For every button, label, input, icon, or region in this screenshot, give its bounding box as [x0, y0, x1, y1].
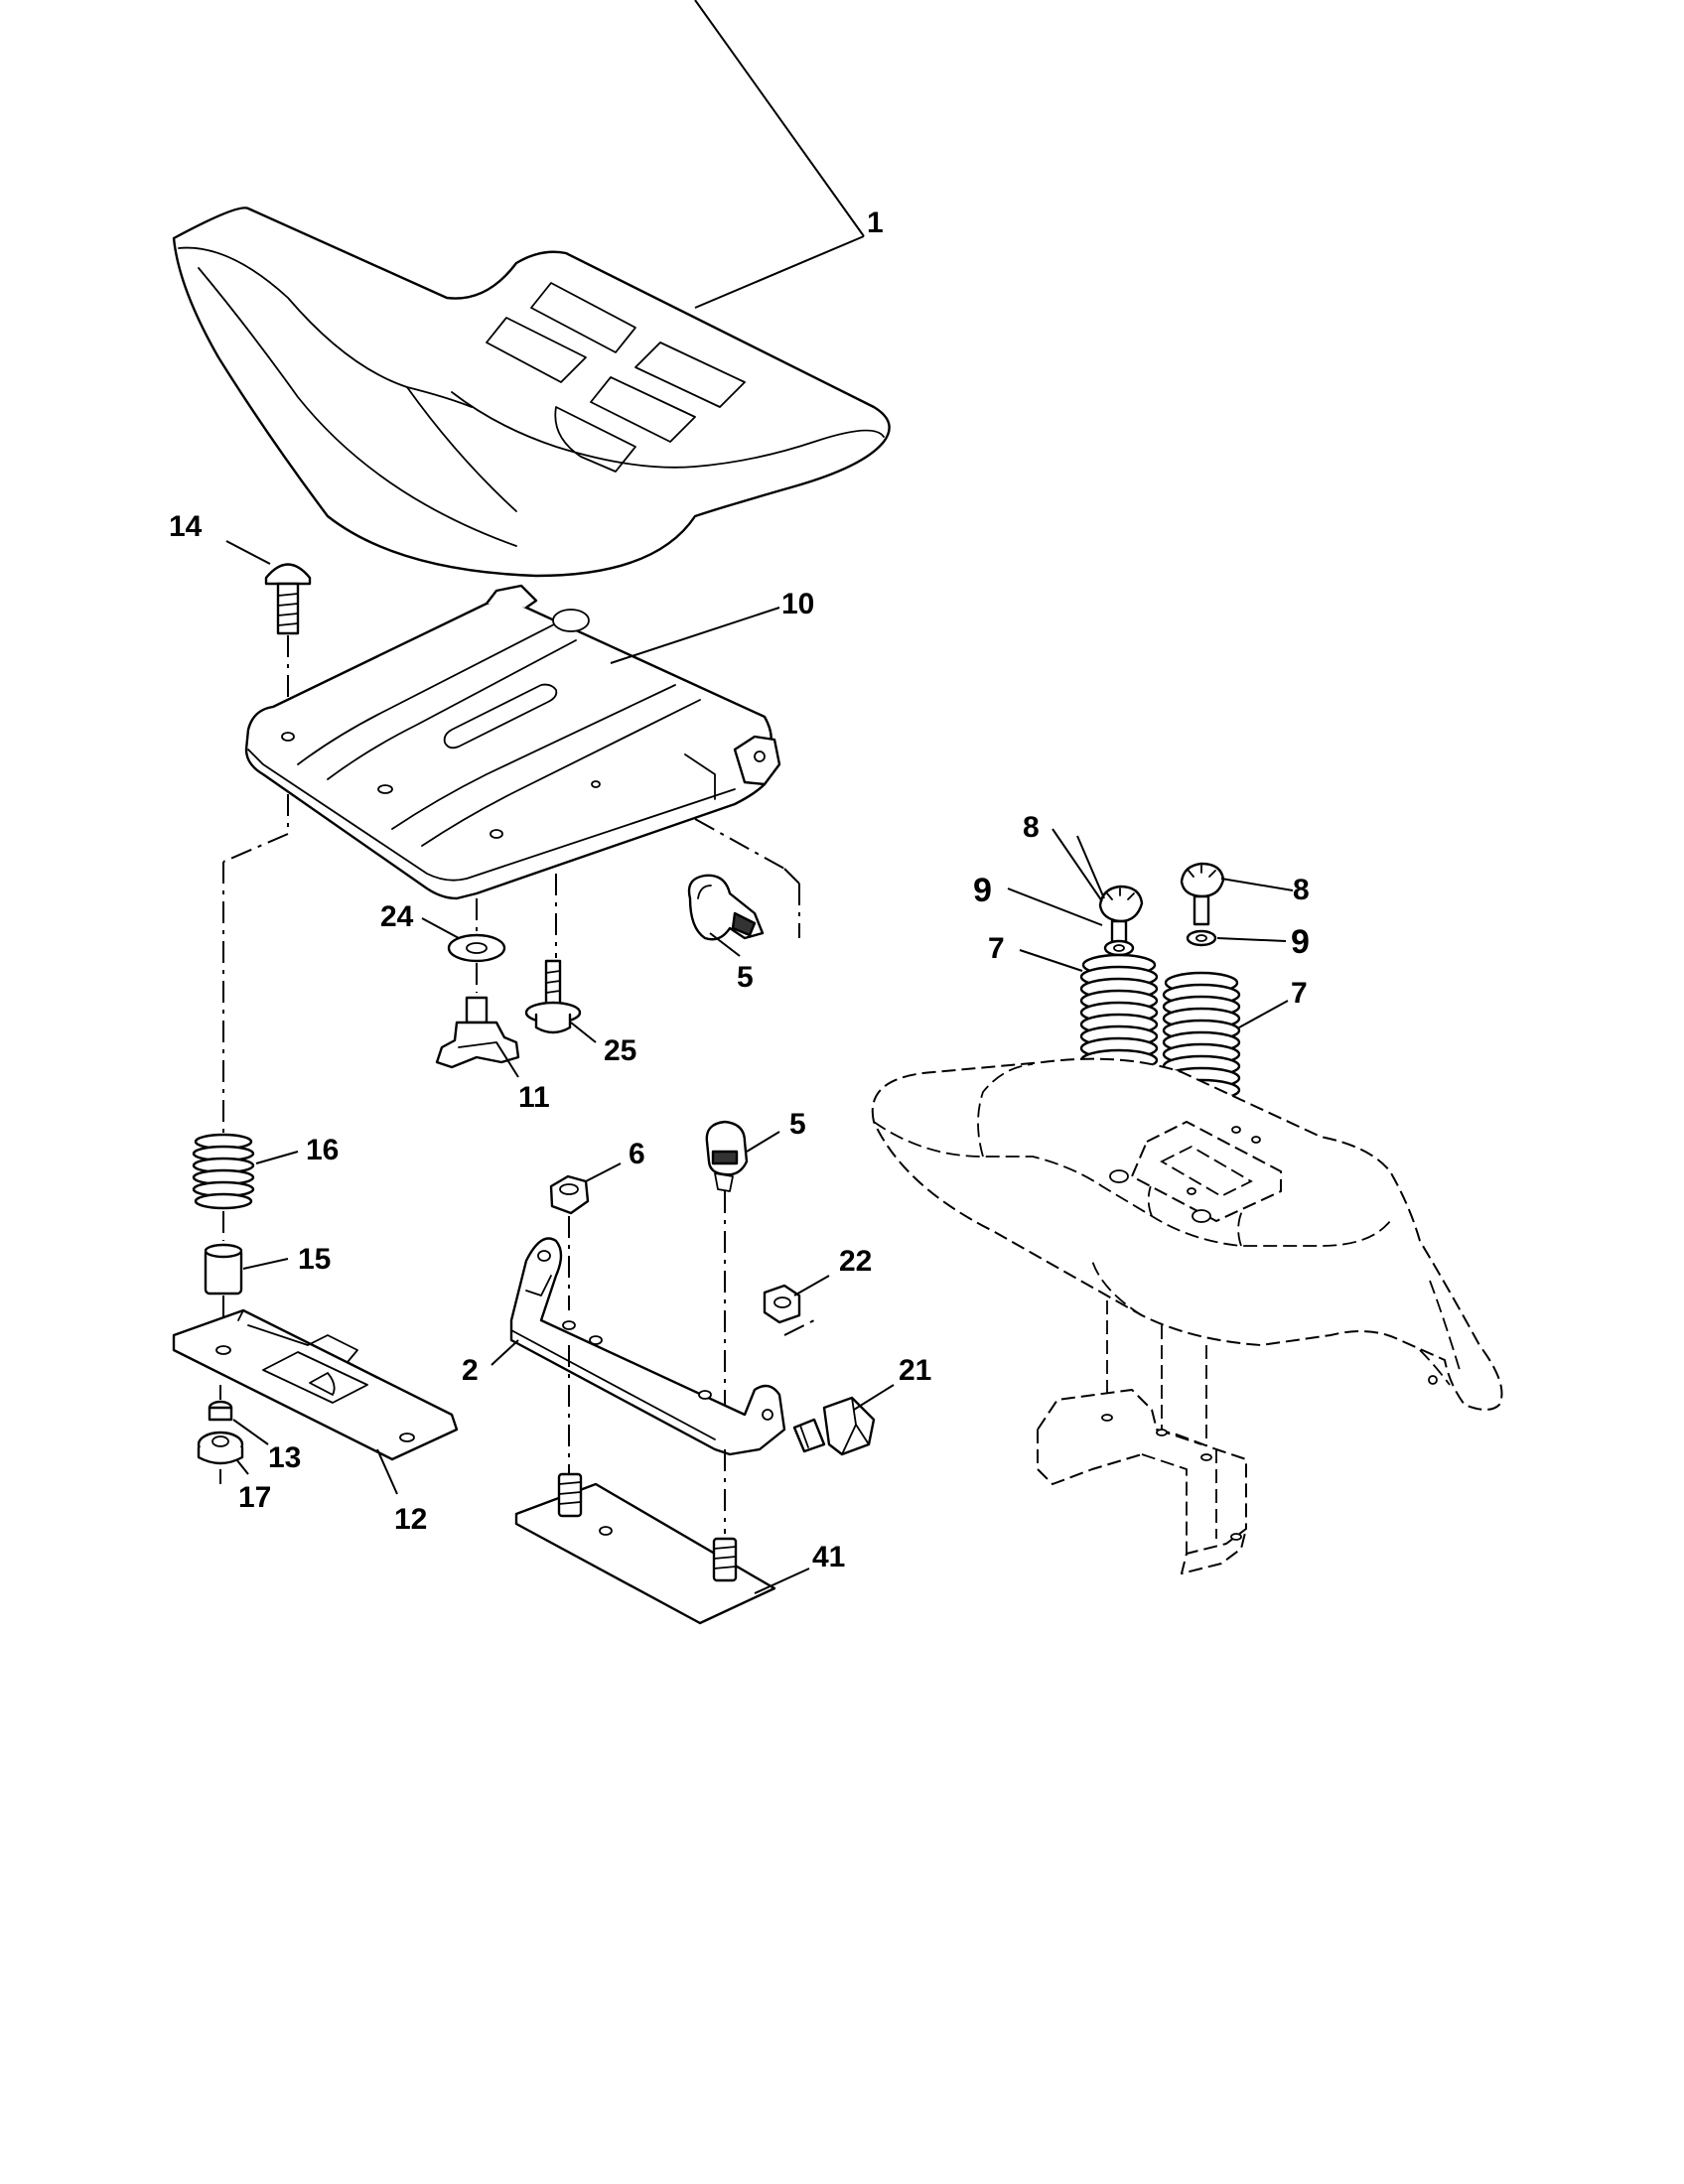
callout-15: 15: [298, 1243, 331, 1276]
callout-11: 11: [518, 1081, 550, 1114]
seat-pan-10: [244, 584, 781, 900]
spring-7-left: [1079, 953, 1159, 1084]
leader-1: [694, 0, 865, 237]
clip-5-upper: [687, 874, 765, 941]
washer-9-right: [1186, 929, 1217, 947]
callout-41: 41: [812, 1541, 845, 1573]
callout-5-lower: 5: [789, 1108, 806, 1141]
callout-5-upper: 5: [737, 961, 754, 994]
stud-plate-41: [514, 1472, 776, 1625]
callout-22: 22: [839, 1245, 872, 1278]
washer-9-left: [1103, 939, 1135, 957]
fender-reference: [871, 1057, 1503, 1411]
callout-7-right: 7: [1291, 977, 1308, 1010]
nut-6: [549, 1174, 590, 1215]
callout-9-left: 9: [973, 872, 992, 909]
callout-25: 25: [604, 1034, 636, 1067]
callout-17: 17: [238, 1481, 271, 1514]
callout-8-right: 8: [1293, 874, 1310, 906]
slide-plate-12: [172, 1308, 459, 1461]
callout-8-left: 8: [1023, 811, 1040, 844]
callout-7-left: 7: [988, 932, 1005, 965]
callout-24: 24: [380, 900, 414, 933]
callout-14: 14: [169, 510, 203, 543]
callout-10: 10: [781, 588, 814, 620]
callout-12: 12: [394, 1503, 427, 1536]
clip-5-lower: [705, 1120, 749, 1192]
spring-16: [192, 1133, 255, 1210]
callout-13: 13: [268, 1441, 301, 1474]
nut-13: [208, 1400, 233, 1422]
washer-24: [447, 933, 506, 963]
seat-bracket-2: [509, 1237, 786, 1456]
bolt-21: [792, 1396, 876, 1456]
knob-8-left: [1098, 885, 1144, 945]
callout-21: 21: [899, 1354, 931, 1387]
knob-11: [435, 996, 520, 1069]
shoulder-bolt-25: [524, 959, 582, 1034]
callout-16: 16: [306, 1134, 339, 1166]
callout-2: 2: [462, 1354, 479, 1387]
callout-6: 6: [629, 1138, 645, 1170]
seat: [172, 206, 891, 578]
nut-22: [763, 1284, 801, 1324]
carriage-bolt-14: [264, 563, 312, 635]
flange-nut-17: [197, 1431, 244, 1465]
callout-9-right: 9: [1291, 923, 1310, 961]
knob-8-right: [1180, 862, 1225, 926]
callout-1: 1: [867, 206, 884, 239]
frame-bracket-reference: [1037, 1389, 1247, 1574]
spacer-15: [204, 1243, 243, 1296]
